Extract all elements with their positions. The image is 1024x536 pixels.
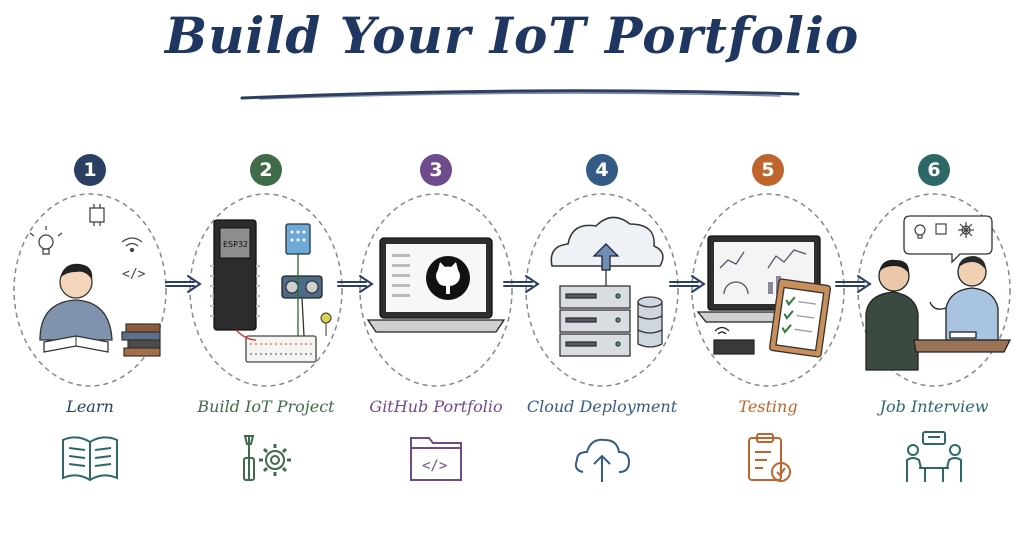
candidate-figure [929, 256, 999, 341]
github-logo-icon [426, 256, 470, 300]
testing-illustration [691, 193, 845, 387]
breadboard [245, 335, 317, 363]
clipboard-checklist [768, 278, 832, 358]
cloud-shape [550, 216, 664, 267]
speech-bubble [903, 215, 993, 264]
temperature-sensor [285, 223, 311, 255]
circuit-board [713, 326, 755, 355]
tools-gear-icon [243, 435, 291, 481]
step-number-badge: 4 [586, 154, 618, 186]
interview-meeting-icon [906, 431, 962, 482]
step-label: Learn [66, 397, 114, 416]
step-job-interview: 6 Job Interview [850, 150, 1018, 490]
step-number-badge: 2 [250, 154, 282, 186]
github-portfolio-illustration [359, 193, 513, 387]
step-cloud-deployment: 4 Cloud Deployment [518, 150, 686, 490]
flow-arrow [835, 275, 872, 293]
step-number-badge: 5 [752, 154, 784, 186]
step-number-badge: 3 [420, 154, 452, 186]
step-label: Testing [738, 397, 798, 416]
step-label: GitHub Portfolio [369, 397, 503, 416]
page-title: Build Your IoT Portfolio [164, 6, 860, 65]
step-testing: 5 Testing [684, 150, 852, 490]
step-label: Cloud Deployment [526, 397, 678, 416]
esp32-board: ESP32 [210, 219, 260, 331]
step-number-badge: 6 [918, 154, 950, 186]
svg-text:</>: </> [422, 458, 447, 474]
step-build-iot-project: 2 ESP32 [182, 150, 350, 490]
flow-arrow [669, 275, 706, 293]
idea-icons [914, 222, 974, 239]
step-learn: 1 </> Learn [6, 150, 174, 490]
database-icon [637, 296, 663, 348]
code-folder-icon: </> [410, 437, 462, 481]
open-book-icon [62, 436, 118, 482]
build-iot-illustration: ESP32 [189, 193, 343, 387]
clipboard-check-icon [748, 433, 791, 482]
open-book-on-desk [43, 335, 109, 353]
step-label: Job Interview [879, 397, 989, 416]
book-stack [121, 323, 161, 357]
led [320, 312, 332, 336]
flow-arrow [165, 275, 202, 293]
flow-arrow [337, 275, 374, 293]
lightbulb-icon [29, 226, 63, 255]
flow-arrow [503, 275, 540, 293]
ultrasonic-sensor [281, 275, 323, 299]
code-tag-icon: </> [122, 267, 146, 282]
step-number-badge: 1 [74, 154, 106, 186]
learn-illustration: </> [13, 193, 167, 387]
server-rack [559, 285, 631, 357]
cloud-deployment-illustration [525, 193, 679, 387]
step-label: Build IoT Project [197, 397, 335, 416]
step-github-portfolio: 3 GitHub Portfolio </> [352, 150, 520, 490]
chip-icon [89, 204, 105, 226]
title-underline [240, 89, 800, 100]
job-interview-illustration [857, 193, 1012, 387]
student-figure [39, 263, 113, 341]
interviewer-figure [865, 259, 919, 371]
interview-table [913, 331, 1012, 353]
cloud-upload-icon [574, 438, 631, 482]
esp32-chip-label: ESP32 [223, 240, 248, 249]
wifi-icon [121, 237, 143, 253]
jumper-wires [235, 254, 305, 341]
